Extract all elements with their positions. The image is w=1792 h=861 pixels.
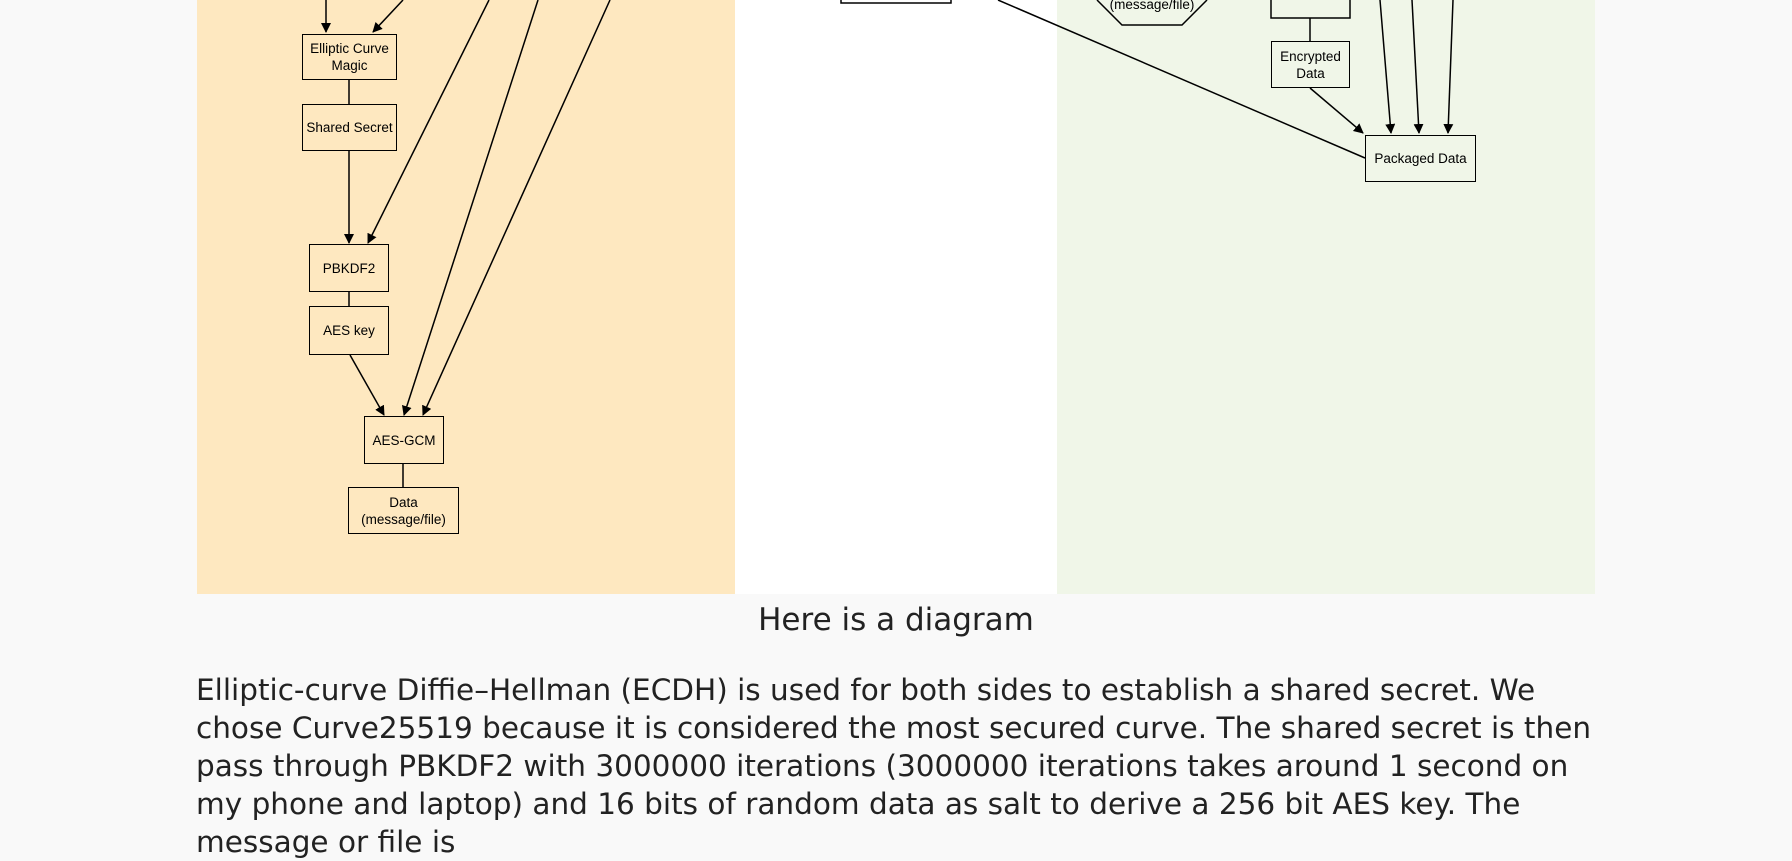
pbkdf2-node: PBKDF2	[309, 244, 389, 292]
middle-panel	[735, 0, 1057, 594]
arrow-salt-to-packaged	[1379, 0, 1396, 134]
encrypted-data-node: Encrypted Data	[1271, 41, 1350, 88]
arrow-tag-to-aesgcm	[422, 0, 611, 416]
arrow-tag-to-packaged	[1443, 0, 1454, 134]
arrow-aeskey-to-aesgcm	[349, 354, 385, 416]
shared-secret-node: Shared Secret	[302, 104, 397, 151]
diagram-caption: Here is a diagram	[758, 602, 1034, 638]
diagram-connectors	[321, 0, 1454, 487]
description-paragraph: Elliptic-curve Diffie–Hellman (ECDH) is …	[196, 673, 1592, 859]
arrow-salt-to-pbkdf2	[367, 0, 490, 244]
arrow-encrypted-to-packaged	[1309, 87, 1364, 134]
aes-gcm-node: AES-GCM	[364, 416, 444, 464]
arrow-public-key-to-packaged	[997, 0, 1366, 159]
partial-box-right	[1270, 0, 1351, 19]
partial-box-mid	[840, 0, 952, 4]
arrow-iv-to-aesgcm	[402, 0, 539, 416]
data-node: Data (message/file)	[348, 487, 459, 534]
arrow-top-to-elliptic-2	[372, 0, 404, 33]
aes-key-node: AES key	[309, 306, 389, 355]
partial-hexagon-data	[1096, 0, 1208, 26]
decryption-panel	[197, 0, 735, 594]
encryption-panel	[1057, 0, 1595, 594]
packaged-data-node: Packaged Data	[1365, 135, 1476, 182]
arrow-iv-to-packaged	[1411, 0, 1424, 134]
data-hexagon-label: (message/file)	[1109, 0, 1195, 12]
elliptic-curve-node: Elliptic Curve Magic	[302, 34, 397, 80]
